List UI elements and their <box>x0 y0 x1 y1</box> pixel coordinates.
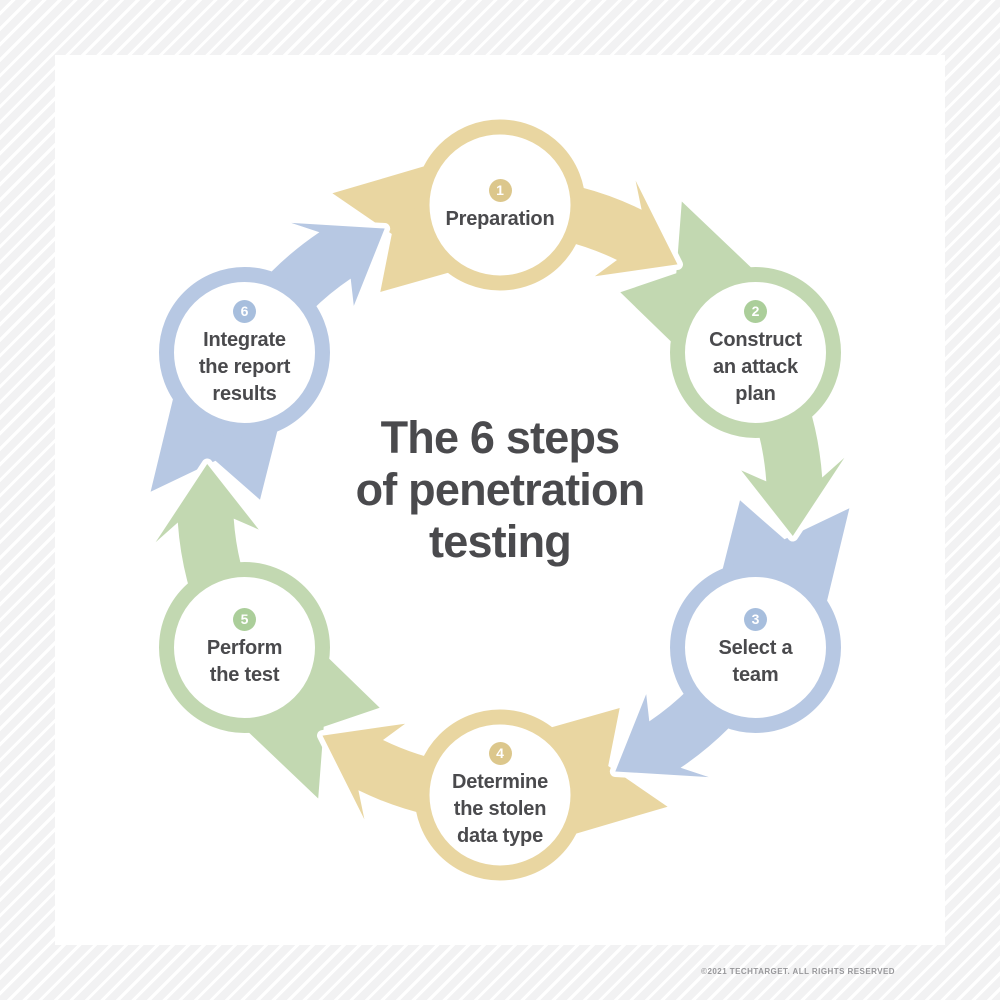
step-label-line: Select a <box>718 637 793 659</box>
step-label-line: data type <box>456 825 543 847</box>
step-label-line: the stolen <box>453 798 547 820</box>
title-line-2: of penetration <box>355 464 646 515</box>
step-circle-2 <box>684 281 827 424</box>
step-number-badge: 2 <box>743 299 767 323</box>
step-ring-1 <box>414 119 586 291</box>
step-ring-4 <box>414 709 586 881</box>
title-line-1: The 6 steps <box>380 412 621 463</box>
step-label-line: Construct <box>709 328 802 351</box>
step-label-line: the report <box>198 355 291 378</box>
step-label-line: an attack <box>713 355 798 378</box>
step-number-badge: 3 <box>743 608 767 631</box>
step-label-line: Determine <box>451 771 548 793</box>
step-label-line: Preparation <box>445 208 555 230</box>
step-circle-3 <box>684 576 827 719</box>
step-label-line: the test <box>209 664 280 686</box>
step-label-line: results <box>212 382 277 405</box>
step-ring-3 <box>670 562 841 733</box>
step-number-badge: 1 <box>488 179 512 202</box>
collar-step-2 <box>620 201 761 350</box>
step-label-line: plan <box>735 382 776 405</box>
step-label-line: Perform <box>206 637 283 659</box>
diagram-title: The 6 steps of penetration testing <box>0 412 1000 568</box>
title-line-3: testing <box>429 516 572 567</box>
step-label-line: Integrate <box>203 328 286 351</box>
step-ring-6 <box>159 267 330 438</box>
step-circle-4 <box>429 724 571 866</box>
collar-step-5 <box>239 650 380 799</box>
step-number-badge: 4 <box>488 742 512 765</box>
step-circle-1 <box>429 134 571 276</box>
step-circle-5 <box>173 576 316 719</box>
step-ring-2 <box>670 267 841 438</box>
step-circle-6 <box>173 281 316 424</box>
step-number-badge: 6 <box>233 299 257 323</box>
step-rings <box>159 119 841 881</box>
step-number-badge: 5 <box>233 608 257 631</box>
copyright-notice: ©2021 TECHTARGET. ALL RIGHTS RESERVED <box>701 967 895 976</box>
step-ring-5 <box>159 562 330 733</box>
step-label-line: team <box>732 664 779 686</box>
